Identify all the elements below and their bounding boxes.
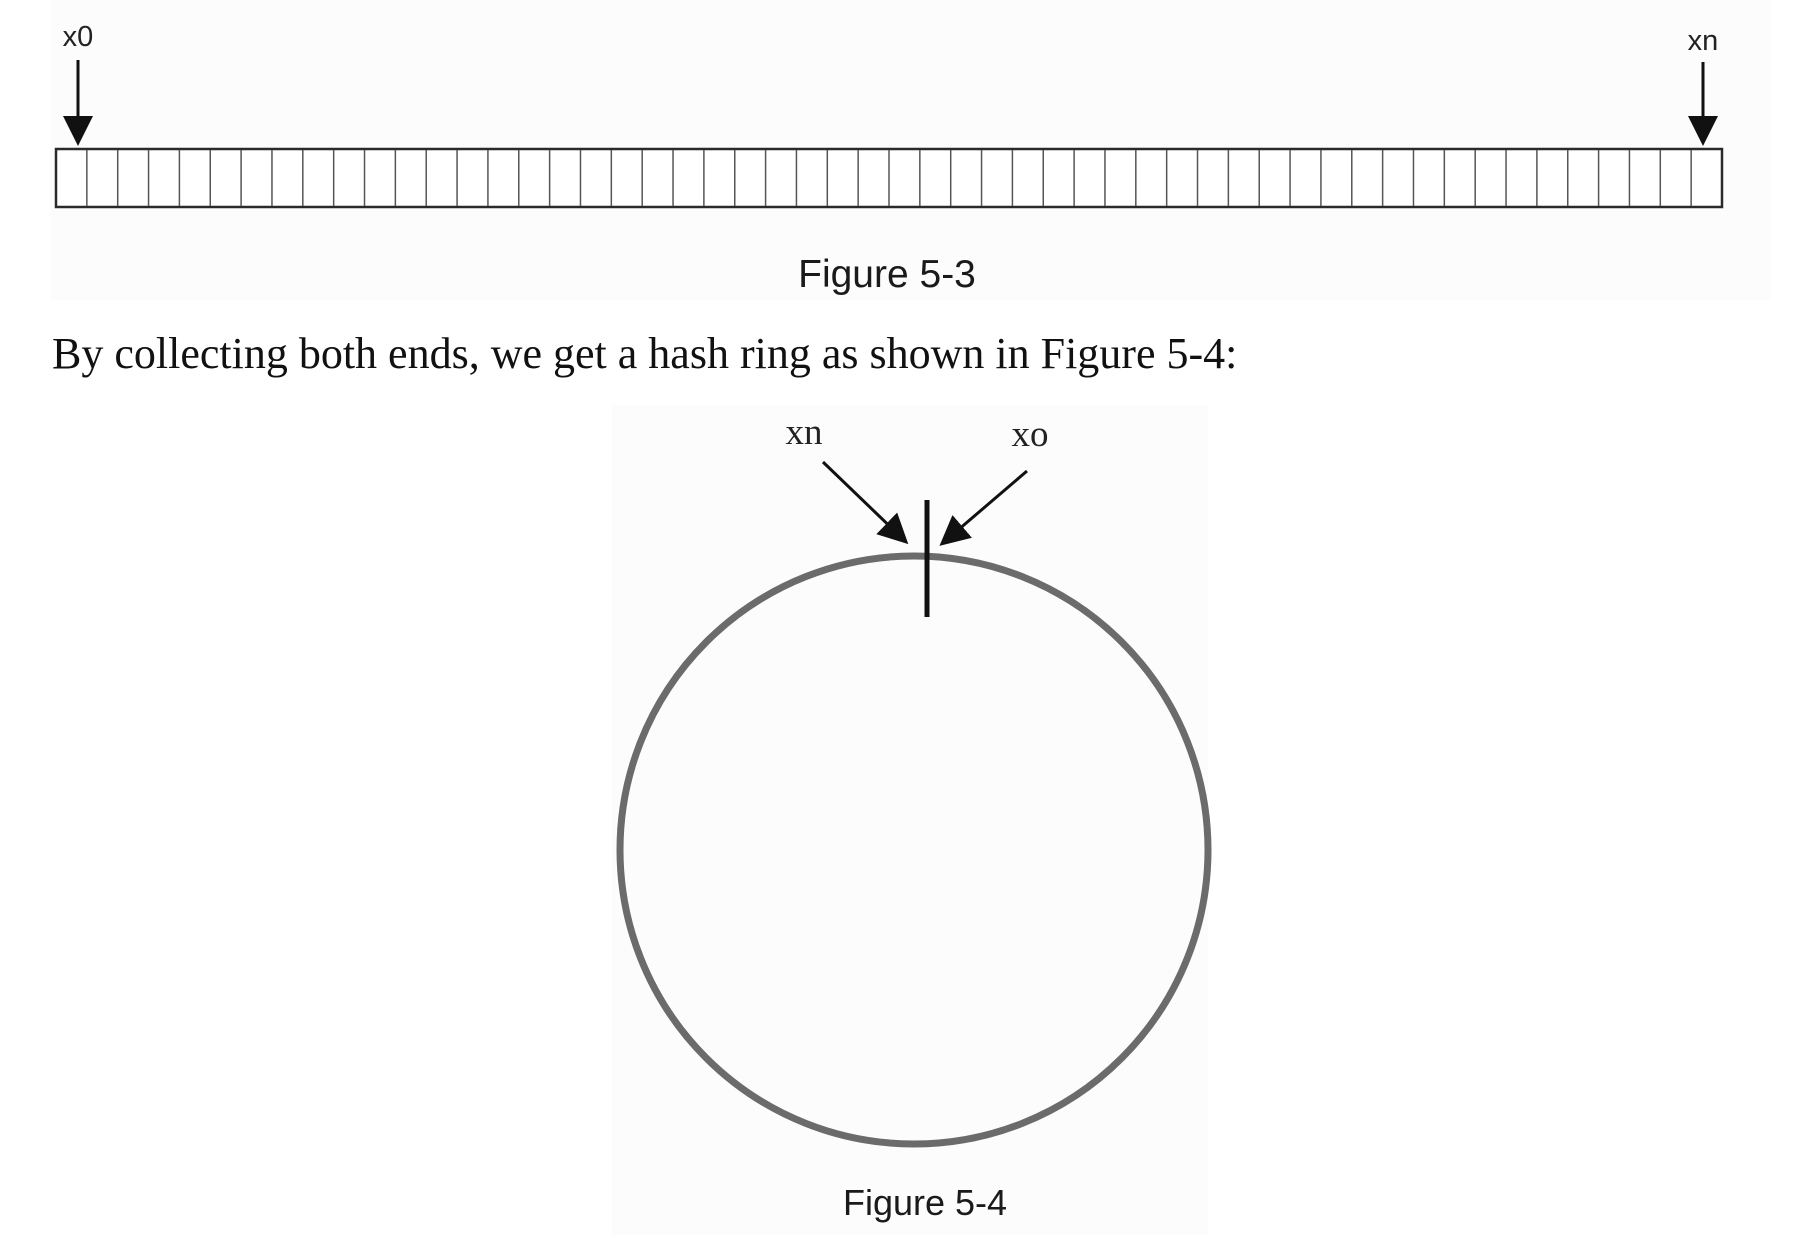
x0-label: x0 xyxy=(63,21,94,53)
ring-xo-label: xo xyxy=(1012,414,1049,455)
hash-space-array xyxy=(54,147,1724,209)
hash-ring xyxy=(616,552,1212,1148)
figure-5-4-panel xyxy=(612,405,1208,1235)
xn-label: xn xyxy=(1688,25,1719,57)
figure-5-3-caption: Figure 5-3 xyxy=(798,253,976,296)
slot-dividers xyxy=(86,150,1692,206)
ring-xn-label: xn xyxy=(786,412,823,453)
body-paragraph: By collecting both ends, we get a hash r… xyxy=(52,329,1238,378)
figure-5-4-caption: Figure 5-4 xyxy=(843,1182,1007,1223)
ring-xn-arrow xyxy=(821,460,909,545)
ring-xo-arrow xyxy=(939,469,1028,546)
